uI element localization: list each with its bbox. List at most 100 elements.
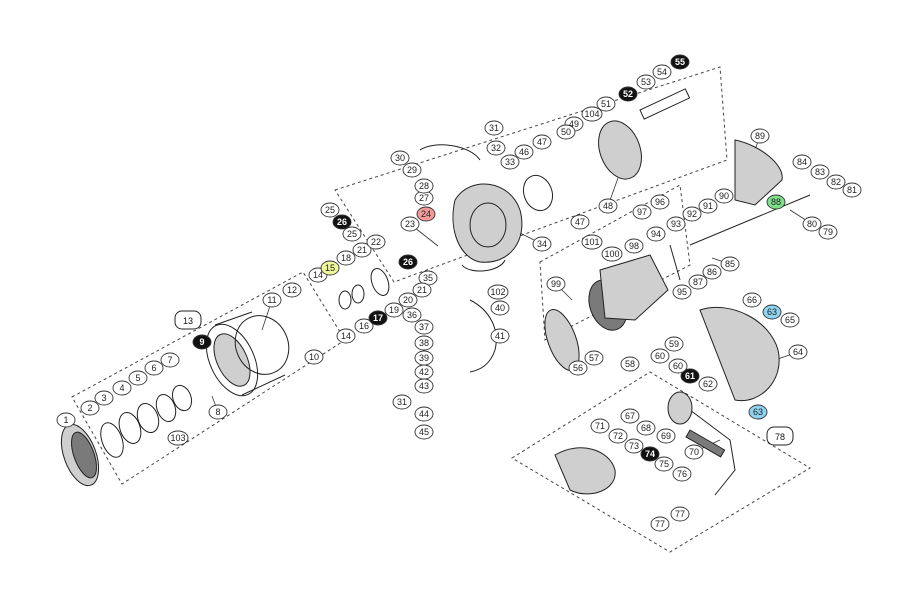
part-callout-18: 18 [336, 250, 356, 266]
callout-number: 84 [797, 157, 807, 167]
main-shaft-part [669, 194, 811, 281]
callout-number: 31 [489, 123, 499, 133]
callout-number: 34 [537, 239, 547, 249]
callout-bubble [826, 174, 846, 190]
callout-number: 37 [419, 322, 429, 332]
spool-part [205, 311, 290, 397]
callout-number: 96 [655, 197, 665, 207]
callout-number: 41 [495, 331, 505, 341]
callout-number: 93 [671, 219, 681, 229]
part-callout-22: 22 [366, 234, 386, 250]
callout-number: 102 [490, 287, 505, 297]
callout-number: 24 [421, 209, 431, 219]
spool-assembly-outline [71, 271, 346, 485]
callout-bubble [598, 198, 618, 214]
part-callout-14-repeat: 14 [336, 328, 356, 344]
part-callout-21-repeat: 21 [412, 282, 432, 298]
callout-bubble [810, 164, 830, 180]
part-callout-5: 5 [128, 370, 148, 386]
part-callout-100: 100 [601, 246, 623, 262]
part-callout-93: 93 [666, 216, 686, 232]
callout-bubble [532, 134, 552, 150]
callout-number: 20 [403, 295, 413, 305]
callout-number: 54 [657, 67, 667, 77]
part-callout-61: 61 [680, 368, 700, 384]
callout-number: 80 [807, 219, 817, 229]
body-assembly-outline [539, 184, 691, 341]
callout-number: 76 [677, 469, 687, 479]
pinion-gear-part [522, 88, 691, 212]
callout-number: 104 [584, 109, 599, 119]
callout-number: 26 [403, 257, 413, 267]
callout-bubble [490, 300, 510, 316]
part-callout-63: 63 [762, 304, 782, 320]
callout-bubble [646, 226, 666, 242]
callout-number: 56 [573, 363, 583, 373]
callout-number: 39 [419, 353, 429, 363]
callout-number: 67 [625, 411, 635, 421]
callout-number: 62 [703, 379, 713, 389]
part-callout-40: 40 [490, 300, 510, 316]
part-callout-101: 101 [581, 234, 603, 250]
callout-number: 14 [341, 331, 351, 341]
part-callout-75: 75 [654, 456, 674, 472]
callout-number: 45 [419, 427, 429, 437]
part-callout-64: 64 [788, 344, 808, 360]
callout-bubble [672, 466, 692, 482]
callout-bubble [818, 224, 838, 240]
callout-number: 8 [215, 407, 220, 417]
callout-number: 64 [793, 347, 803, 357]
callout-number: 57 [589, 353, 599, 363]
part-callout-3: 3 [94, 390, 114, 406]
callout-number: 53 [641, 77, 651, 87]
callout-number: 101 [584, 237, 599, 247]
gearbox-body-part [599, 254, 780, 402]
callout-number: 79 [823, 227, 833, 237]
assembly-label-13: 13 [174, 310, 202, 330]
callout-bubble [608, 428, 628, 444]
part-callout-8: 8 [208, 404, 228, 420]
callout-bubble [398, 254, 418, 270]
callout-number: 36 [407, 310, 417, 320]
callout-number: 17 [373, 313, 383, 323]
callout-bubble [620, 356, 640, 372]
callout-number: 59 [669, 339, 679, 349]
callout-number: 21 [357, 245, 367, 255]
callout-bubble [414, 424, 434, 440]
callout-bubble [584, 350, 604, 366]
callout-number: 29 [407, 165, 417, 175]
leader-lines [65, 135, 813, 453]
callout-number: 60 [655, 351, 665, 361]
callout-number: 25 [347, 229, 357, 239]
callout-number: 91 [703, 201, 713, 211]
callout-bubble [780, 312, 800, 328]
callout-bubble [664, 336, 684, 352]
callout-number: 70 [689, 447, 699, 457]
callout-bubble [670, 54, 690, 70]
callout-number: 28 [419, 181, 429, 191]
callout-number: 63 [767, 307, 777, 317]
part-callout-25: 25 [320, 202, 340, 218]
callout-number: 44 [419, 409, 429, 419]
callout-bubble [842, 182, 862, 198]
part-callout-36: 36 [402, 307, 422, 323]
callout-number: 32 [491, 143, 501, 153]
callout-number: 85 [725, 259, 735, 269]
part-callout-84: 84 [792, 154, 812, 170]
callout-number: 6 [151, 363, 156, 373]
callout-number: 55 [675, 57, 685, 67]
callout-number: 9 [199, 337, 204, 347]
part-callout-90: 90 [714, 188, 734, 204]
callout-number: 103 [170, 433, 185, 443]
callout-number: 21 [417, 285, 427, 295]
callout-bubble [128, 370, 148, 386]
callout-bubble [320, 202, 340, 218]
part-callout-17: 17 [368, 310, 388, 326]
part-callout-83: 83 [810, 164, 830, 180]
callout-bubble [688, 274, 708, 290]
callout-bubble [490, 328, 510, 344]
callout-bubble [802, 216, 822, 232]
callout-number: 15 [325, 263, 335, 273]
callout-bubble [320, 260, 340, 276]
